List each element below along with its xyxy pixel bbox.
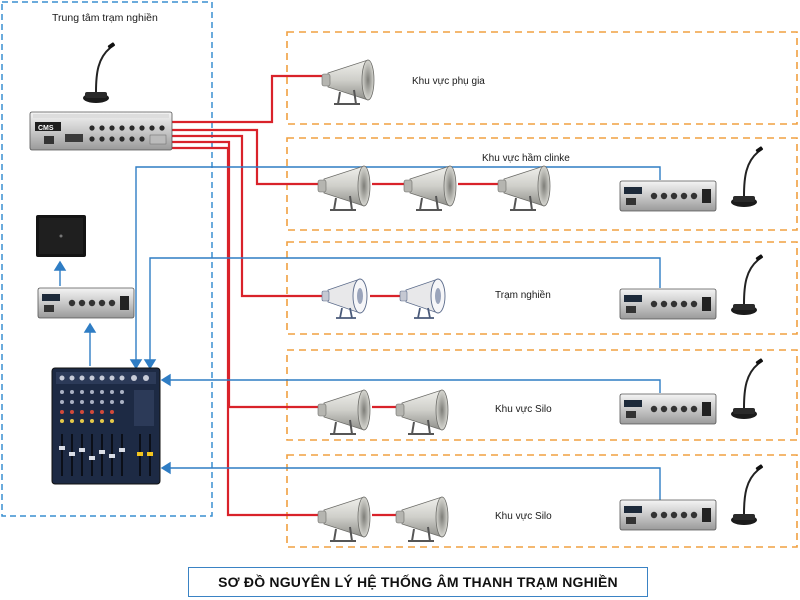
zone-ham-clinke-speaker-1 bbox=[317, 165, 371, 211]
signal-line-ham-clinke bbox=[135, 166, 661, 366]
signal-lines bbox=[53, 166, 661, 500]
zone-silo-1-amplifier bbox=[619, 393, 717, 425]
speaker-line-ham-clinke bbox=[172, 128, 318, 186]
speaker-line-phu-gia bbox=[172, 74, 322, 124]
diagram-caption: SƠ ĐỒ NGUYÊN LÝ HỆ THỐNG ÂM THANH TRẠM N… bbox=[218, 574, 618, 590]
speaker-line-silo-1 bbox=[172, 140, 318, 409]
signal-line-silo-2 bbox=[164, 467, 661, 500]
zone-frame-tram-nghien bbox=[286, 241, 798, 335]
zone-silo-1-speaker-1 bbox=[317, 389, 371, 435]
zone-label-silo-2: Khu vực Silo bbox=[495, 511, 552, 522]
central-station-label: Trung tâm trạm nghiền bbox=[52, 12, 158, 24]
box-speaker bbox=[36, 215, 86, 257]
mixer-brand: CMS bbox=[38, 125, 54, 132]
zone-silo-1-speaker-2 bbox=[395, 389, 449, 435]
central-mixer-amplifier: CMS bbox=[29, 111, 173, 151]
zone-silo-2-speaker-2 bbox=[395, 496, 449, 542]
zone-silo-2-speaker-1 bbox=[317, 496, 371, 542]
caption-box: SƠ ĐỒ NGUYÊN LÝ HỆ THỐNG ÂM THANH TRẠM N… bbox=[188, 567, 648, 597]
zone-label-silo-1: Khu vực Silo bbox=[495, 404, 552, 415]
zone-ham-clinke-speaker-3 bbox=[497, 165, 551, 211]
zone-tram-nghien-microphone bbox=[730, 253, 765, 316]
signal-line-tram-nghien bbox=[149, 257, 661, 366]
zone-label-ham-clinke: Khu vực hầm clinke bbox=[482, 153, 570, 164]
zone-ham-clinke-amplifier bbox=[619, 180, 717, 212]
zone-tram-nghien-amplifier bbox=[619, 288, 717, 320]
zone-silo-2-amplifier bbox=[619, 499, 717, 531]
zone-ham-clinke-speaker-2 bbox=[403, 165, 457, 211]
central-frame bbox=[1, 1, 213, 517]
speaker-line-silo-2 bbox=[172, 146, 318, 517]
speaker-lines bbox=[172, 74, 498, 517]
zone-frame-phu-gia bbox=[286, 31, 798, 125]
zone-frame-silo-2 bbox=[286, 454, 798, 548]
zone-tram-nghien-speaker-1 bbox=[321, 278, 368, 319]
zone-frame-silo-1 bbox=[286, 349, 798, 441]
zone-phu-gia-speaker-1 bbox=[321, 59, 375, 105]
local-amplifier bbox=[37, 287, 135, 319]
zone-silo-2-microphone bbox=[730, 463, 765, 526]
speaker-line-tram-nghien bbox=[172, 134, 322, 298]
zone-label-tram-nghien: Trạm nghiền bbox=[495, 290, 551, 301]
signal-line-silo-1 bbox=[164, 379, 661, 393]
zone-ham-clinke-microphone bbox=[730, 145, 765, 208]
zone-tram-nghien-speaker-2 bbox=[399, 278, 446, 319]
zone-label-phu-gia: Khu vực phụ gia bbox=[412, 76, 485, 87]
mixer-console bbox=[51, 367, 161, 485]
zone-silo-1-microphone bbox=[730, 357, 765, 420]
central-microphone bbox=[82, 41, 117, 104]
